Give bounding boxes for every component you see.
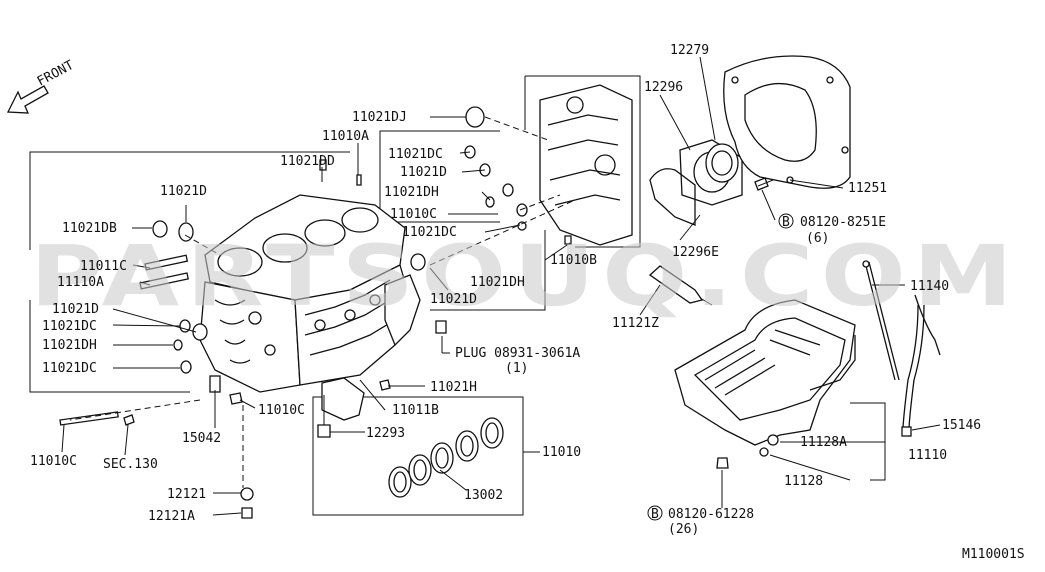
label-12293: 12293 bbox=[366, 426, 405, 441]
label-11021dc-a: 11021DC bbox=[388, 147, 443, 162]
label-qty-6: (6) bbox=[806, 231, 829, 246]
label-11011c: 11011C bbox=[80, 259, 127, 274]
oil-level-gauge-guide bbox=[901, 294, 941, 437]
label-11021dh-a: 11021DH bbox=[384, 185, 439, 200]
front-label: FRONT bbox=[35, 58, 77, 90]
sealant-tube bbox=[648, 265, 713, 306]
retainer-gasket bbox=[649, 168, 696, 226]
label-12121: 12121 bbox=[167, 487, 206, 502]
label-11021db: 11021DB bbox=[62, 221, 117, 236]
label-11128: 11128 bbox=[784, 474, 823, 489]
stud-bolts bbox=[139, 254, 189, 290]
drawing-code: M110001S bbox=[962, 547, 1025, 562]
drain-plug bbox=[716, 434, 779, 469]
label-11010: 11010 bbox=[542, 445, 581, 460]
cylinder-block bbox=[199, 194, 421, 393]
label-11110: 11110 bbox=[908, 448, 947, 463]
label-08120-61228: 08120-61228 bbox=[668, 507, 754, 522]
front-arrow-icon bbox=[6, 85, 49, 114]
label-11010c-a: 11010C bbox=[390, 207, 437, 222]
main-bearing-cap bbox=[317, 377, 365, 438]
label-11021dh-b: 11021DH bbox=[42, 338, 97, 353]
label-qty-1: (1) bbox=[505, 361, 528, 376]
label-sec-130: SEC.130 bbox=[103, 457, 158, 472]
label-11021dh-c: 11021DH bbox=[470, 275, 525, 290]
label-plug: PLUG 08931-3061A bbox=[455, 346, 580, 361]
label-11021d-d: 11021D bbox=[430, 292, 477, 307]
label-11021dd: 11021DD bbox=[280, 154, 335, 169]
label-08120-8251e: 08120-8251E bbox=[800, 215, 886, 230]
oil-pan bbox=[674, 299, 856, 446]
label-11251: 11251 bbox=[848, 181, 887, 196]
rear-plate bbox=[723, 55, 851, 189]
label-11010c-b: 11010C bbox=[258, 403, 305, 418]
bolt-b-letter-a: B bbox=[782, 215, 790, 230]
label-11021dc-d: 11021DC bbox=[42, 361, 97, 376]
label-11021dj: 11021DJ bbox=[352, 110, 407, 125]
label-11110a: 11110A bbox=[57, 275, 104, 290]
label-11140: 11140 bbox=[910, 279, 949, 294]
oil-level-gauge bbox=[862, 260, 900, 381]
cylinder-block-rear bbox=[464, 84, 633, 246]
label-11021h: 11021H bbox=[430, 380, 477, 395]
label-11128a: 11128A bbox=[800, 435, 847, 450]
plug-parts-left bbox=[152, 220, 426, 393]
label-11021d-b: 11021D bbox=[160, 184, 207, 199]
label-15146: 15146 bbox=[942, 418, 981, 433]
drain-cock bbox=[240, 405, 254, 519]
bolt-b-letter-b: B bbox=[651, 507, 659, 522]
label-12296e: 12296E bbox=[672, 245, 719, 260]
label-13002: 13002 bbox=[464, 488, 503, 503]
label-11121z: 11121Z bbox=[612, 316, 659, 331]
label-11011b: 11011B bbox=[392, 403, 439, 418]
label-15042: 15042 bbox=[182, 431, 221, 446]
label-qty-26: (26) bbox=[668, 522, 699, 537]
label-11010c-c: 11010C bbox=[30, 454, 77, 469]
watermark-text: PARTSOUQ.COM bbox=[30, 227, 1020, 325]
label-11010a: 11010A bbox=[322, 129, 369, 144]
label-11010b: 11010B bbox=[550, 253, 597, 268]
label-12296: 12296 bbox=[644, 80, 683, 95]
bolt-b-marker-a: B bbox=[778, 213, 794, 230]
piston-rings bbox=[388, 417, 504, 498]
bolt-b-marker-b: B bbox=[647, 505, 663, 522]
label-11021d-a: 11021D bbox=[400, 165, 447, 180]
bolt-8251e-icon bbox=[754, 177, 774, 191]
leader-lines bbox=[61, 56, 941, 516]
dowel-pins bbox=[59, 159, 572, 426]
label-11021d-c: 11021D bbox=[52, 302, 99, 317]
label-12279: 12279 bbox=[670, 43, 709, 58]
label-11021dc-b: 11021DC bbox=[402, 225, 457, 240]
group-frames bbox=[29, 75, 886, 516]
part-labels: 12279 12296 11021DJ 11010A 11021DD 11021… bbox=[30, 43, 1025, 562]
label-12121a: 12121A bbox=[148, 509, 195, 524]
label-11021dc-c: 11021DC bbox=[42, 319, 97, 334]
